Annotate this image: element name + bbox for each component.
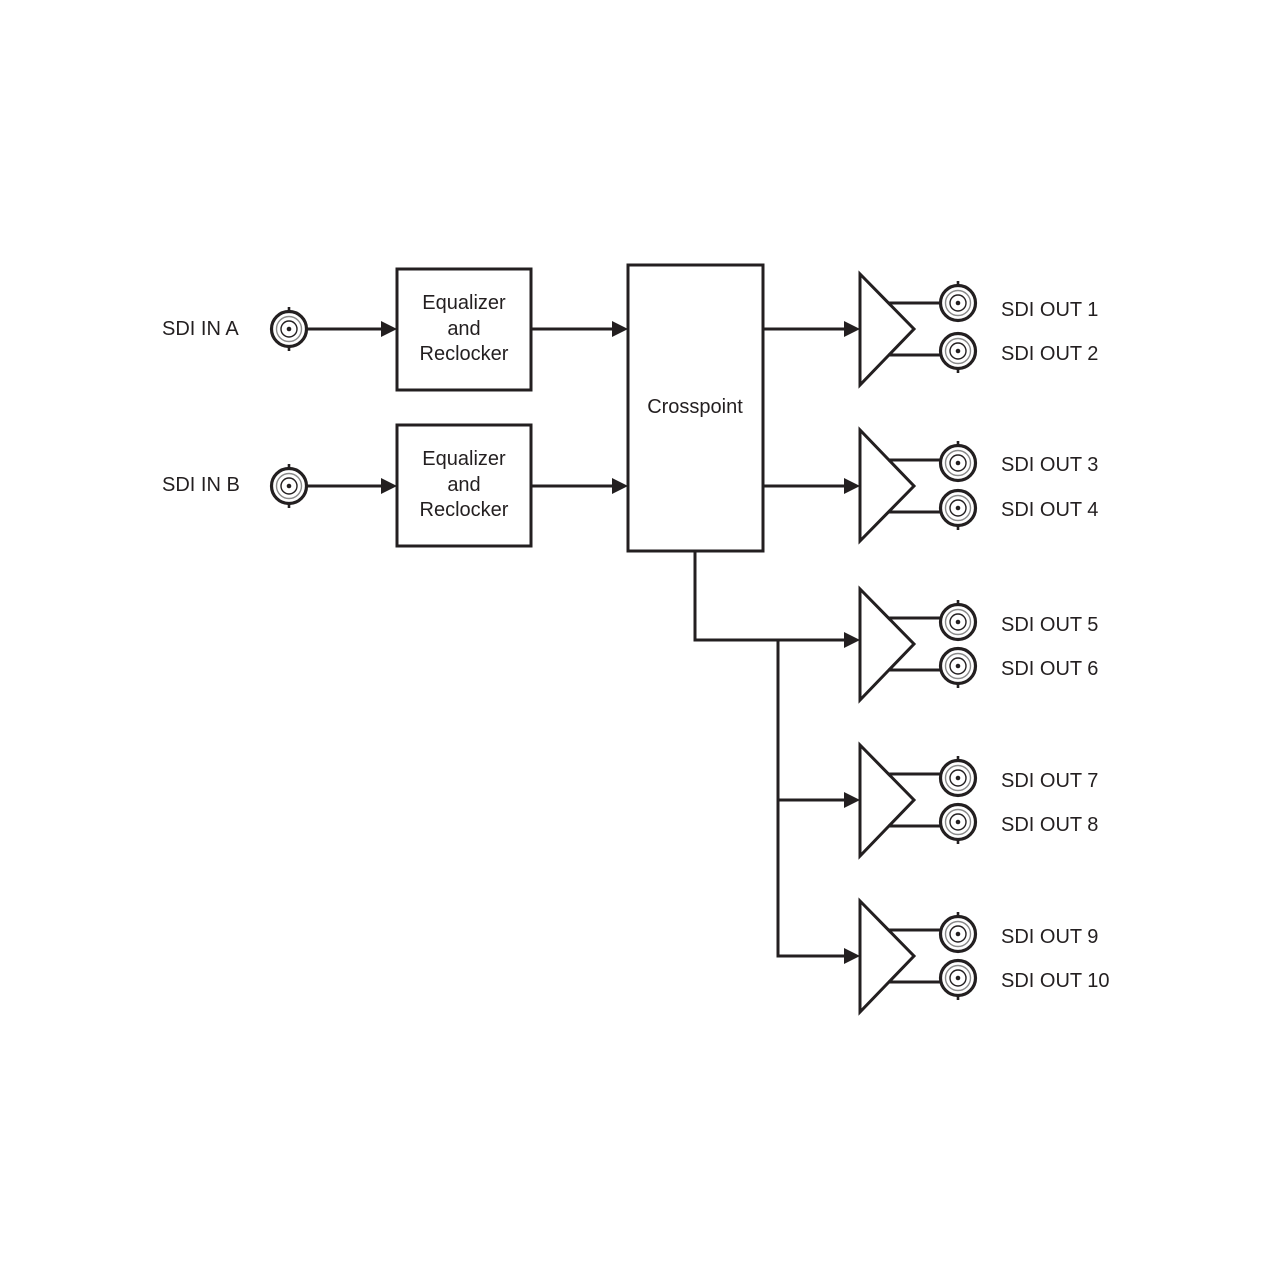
bnc-connector-icon (938, 646, 978, 688)
bnc-connector-icon (938, 441, 978, 483)
crosspoint-block: Crosspoint (626, 263, 765, 553)
input-label-b: SDI IN B (162, 474, 240, 496)
bnc-connector-icon (938, 756, 978, 798)
amplifier-triangle-icon (858, 426, 917, 545)
svg-text:Equalizer: Equalizer (422, 292, 506, 314)
crosspoint-to-amp-2-wire (763, 478, 860, 494)
output-label-9: SDI OUT 9 (1001, 926, 1098, 948)
amplifier-triangle-icon (858, 741, 917, 860)
bnc-connector-icon (938, 958, 978, 1000)
bnc-connector-icon (938, 912, 978, 954)
svg-text:Equalizer: Equalizer (422, 448, 506, 470)
amplifier-stage-2 (858, 426, 958, 545)
output-label-10: SDI OUT 10 (1001, 970, 1110, 992)
svg-text:Reclocker: Reclocker (420, 343, 509, 365)
crosspoint-to-amp-1-wire (763, 321, 860, 337)
bnc-connector-icon (938, 488, 978, 530)
bnc-connector-icon (938, 600, 978, 642)
equalizer-reclocker-block-b: Equalizer and Reclocker (395, 423, 533, 548)
output-label-3: SDI OUT 3 (1001, 454, 1098, 476)
output-label-1: SDI OUT 1 (1001, 299, 1098, 321)
output-label-4: SDI OUT 4 (1001, 499, 1098, 521)
crosspoint-to-amp-3-5-bus (693, 551, 860, 964)
output-label-7: SDI OUT 7 (1001, 770, 1098, 792)
bnc-connector-icon (938, 802, 978, 844)
svg-text:and: and (447, 318, 480, 340)
input-a-wire (307, 321, 397, 337)
bnc-connector-icon (938, 331, 978, 373)
bnc-connector-icon (938, 281, 978, 323)
bnc-connector-icon (269, 307, 309, 351)
output-label-5: SDI OUT 5 (1001, 614, 1098, 636)
svg-text:and: and (447, 474, 480, 496)
amplifier-triangle-icon (858, 897, 917, 1016)
input-b-wire (307, 478, 397, 494)
amplifier-triangle-icon (858, 585, 917, 704)
amplifier-stage-4 (858, 741, 958, 860)
amplifier-stage-1 (858, 270, 958, 389)
crosspoint-label: Crosspoint (647, 396, 743, 418)
svg-text:Reclocker: Reclocker (420, 499, 509, 521)
bnc-connector-icon (269, 464, 309, 508)
output-label-8: SDI OUT 8 (1001, 814, 1098, 836)
amplifier-stage-5 (858, 897, 958, 1016)
equalizer-a-to-crosspoint-wire (531, 321, 628, 337)
equalizer-reclocker-block-a: Equalizer and Reclocker (395, 267, 533, 392)
input-label-a: SDI IN A (162, 318, 239, 340)
amplifier-stage-3 (858, 585, 958, 704)
equalizer-b-to-crosspoint-wire (531, 478, 628, 494)
output-label-6: SDI OUT 6 (1001, 658, 1098, 680)
output-label-2: SDI OUT 2 (1001, 343, 1098, 365)
amplifier-triangle-icon (858, 270, 917, 389)
